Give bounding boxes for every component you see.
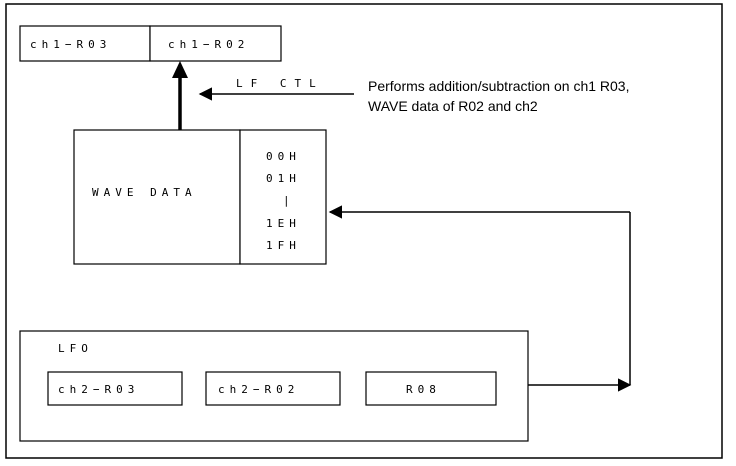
register-r08-box (365, 371, 497, 406)
wave-address-0: 00H (266, 150, 301, 163)
wave-data-label: WAVE DATA (92, 186, 197, 199)
note-line-2: WAVE data of R02 and ch2 (368, 98, 538, 114)
note-line-1: Performs addition/subtraction on ch1 R03… (368, 78, 629, 94)
wave-address-3: 1EH (266, 217, 301, 230)
register-ch1-r03-label: ch1−R03 (30, 38, 111, 51)
register-ch2-r03-label: ch2−R03 (58, 383, 139, 396)
register-ch2-r02-box (205, 371, 341, 406)
register-ch1-r03-box (19, 25, 151, 62)
wave-address-1: 01H (266, 172, 301, 185)
wave-address-box (239, 129, 327, 265)
register-ch1-r02-label: ch1−R02 (168, 38, 249, 51)
register-ch2-r03-box (47, 371, 183, 406)
register-ch2-r02-label: ch2−R02 (218, 383, 299, 396)
outer-frame (5, 3, 723, 459)
register-ch1-r02-box (149, 25, 282, 62)
wave-data-box (73, 129, 241, 265)
lfo-title: LFO (58, 342, 93, 355)
wave-address-4: 1FH (266, 239, 301, 252)
lf-ctl-label: LF CTL (236, 77, 324, 90)
register-r08-label: R08 (406, 383, 441, 396)
wave-to-ch1-arrowhead (172, 61, 188, 78)
wave-address-2: | (283, 194, 295, 207)
